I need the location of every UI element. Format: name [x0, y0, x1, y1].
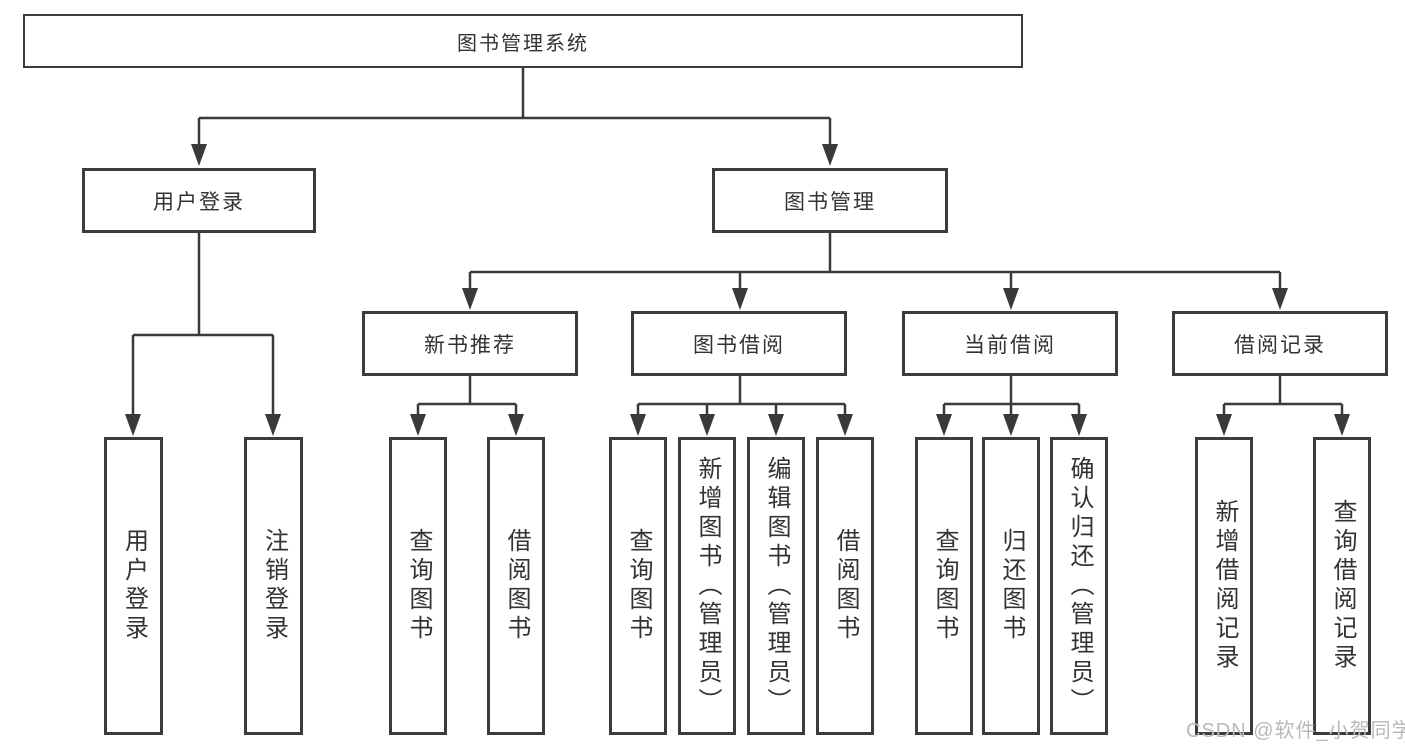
leaf-add-books-admin: 新增图书（管理员） — [678, 437, 736, 735]
csdn-watermark: CSDN @软件_小贺同学 — [1186, 720, 1405, 742]
node-book-borrowing: 图书借阅 — [631, 311, 847, 376]
leaf-edit-books-admin: 编辑图书（管理员） — [747, 437, 805, 735]
node-user-login: 用户登录 — [82, 168, 316, 233]
node-book-management: 图书管理 — [712, 168, 948, 233]
leaf-return-books: 归还图书 — [982, 437, 1040, 735]
leaf-logout: 注销登录 — [244, 437, 303, 735]
node-library-management-system: 图书管理系统 — [23, 14, 1023, 68]
leaf-user-login: 用户登录 — [104, 437, 163, 735]
node-new-book-recommendation: 新书推荐 — [362, 311, 578, 376]
leaf-borrow-books-2: 借阅图书 — [816, 437, 874, 735]
leaf-query-borrow-record: 查询借阅记录 — [1313, 437, 1371, 735]
leaf-add-borrow-record: 新增借阅记录 — [1195, 437, 1253, 735]
node-current-borrowing: 当前借阅 — [902, 311, 1118, 376]
node-borrowing-records: 借阅记录 — [1172, 311, 1388, 376]
leaf-query-books-3: 查询图书 — [915, 437, 973, 735]
leaf-query-books-2: 查询图书 — [609, 437, 667, 735]
leaf-query-books-1: 查询图书 — [389, 437, 447, 735]
leaf-borrow-books-1: 借阅图书 — [487, 437, 545, 735]
leaf-confirm-return-admin: 确认归还（管理员） — [1050, 437, 1108, 735]
